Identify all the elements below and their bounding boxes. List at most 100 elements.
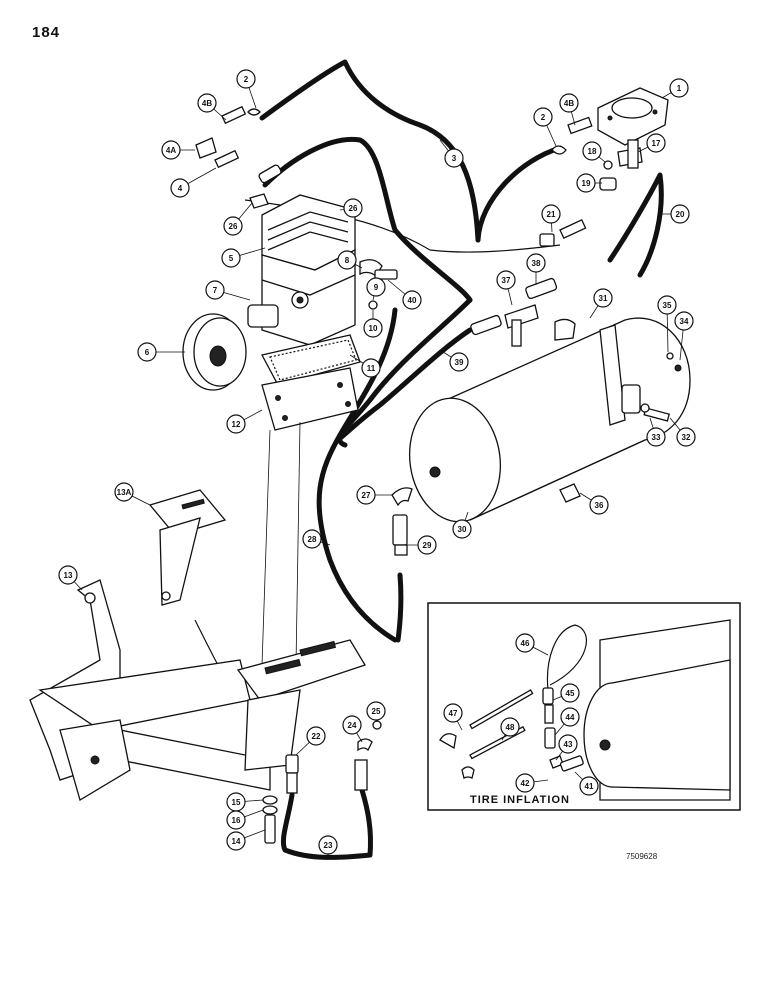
callout-15: 15 (226, 792, 264, 812)
callout-19: 19 (576, 173, 602, 193)
callout-number: 24 (348, 721, 357, 730)
callout-balloon (646, 133, 666, 153)
callout-number: 25 (372, 707, 381, 716)
gasket-11 (261, 334, 361, 386)
callout-1: 1 (661, 78, 689, 99)
callout-4a: 4A (161, 140, 195, 160)
callout-balloon (443, 703, 463, 723)
pulley-6 (182, 313, 247, 391)
callout-41: 41 (574, 771, 599, 796)
callout-balloon (559, 93, 579, 113)
callout-balloon (669, 78, 689, 98)
callout-balloon (657, 295, 677, 315)
callout-14: 14 (226, 829, 266, 851)
air-tank-30 (408, 317, 691, 523)
callout-balloon (306, 726, 326, 746)
callout-number: 35 (663, 301, 672, 310)
callout-balloon (526, 253, 546, 273)
callout-4b: 4B (559, 93, 579, 126)
callout-26: 26 (339, 198, 363, 218)
hose-29-28-lower (395, 572, 404, 643)
callout-number: 4 (178, 184, 183, 193)
callout-balloon (221, 248, 241, 268)
callout-balloon (593, 288, 613, 308)
callout-balloon (226, 831, 246, 851)
callout-balloon (205, 280, 225, 300)
callout-24: 24 (342, 715, 363, 743)
callout-balloon (558, 734, 578, 754)
callout-7: 7 (205, 280, 251, 301)
callout-number: 23 (324, 841, 333, 850)
callout-number: 10 (369, 324, 378, 333)
callout-number: 38 (532, 259, 541, 268)
callout-39: 39 (439, 349, 469, 372)
callout-2: 2 (533, 107, 557, 147)
callout-balloon (318, 835, 338, 855)
bracket-13 (29, 579, 366, 801)
callout-number: 2 (244, 75, 249, 84)
callout-23: 23 (318, 835, 338, 856)
callout-number: 42 (521, 779, 530, 788)
callout-42: 42 (515, 773, 549, 793)
inset-title: TIRE INFLATION (470, 794, 570, 806)
tank-strap-hardware (640, 352, 682, 422)
callout-number: 16 (232, 816, 241, 825)
callout-33: 33 (646, 417, 666, 447)
bracket-13a (148, 489, 227, 606)
callout-number: 1 (677, 84, 682, 93)
callout-number: 11 (367, 364, 376, 373)
callout-number: 28 (308, 535, 317, 544)
callout-36: 36 (579, 492, 609, 515)
callout-balloon (236, 69, 256, 89)
callout-number: 7 (213, 286, 218, 295)
callout-32: 32 (669, 417, 696, 447)
callout-balloon (356, 485, 376, 505)
callout-38: 38 (526, 253, 546, 285)
callout-balloon (337, 250, 357, 270)
callout-number: 37 (502, 276, 511, 285)
callout-number: 14 (232, 837, 241, 846)
callout-balloon (674, 311, 694, 331)
callout-balloon (161, 140, 181, 160)
callout-balloon (676, 427, 696, 447)
callout-number: 3 (452, 154, 457, 163)
callout-29: 29 (405, 535, 437, 555)
callout-number: 13 (64, 571, 73, 580)
callout-number: 20 (676, 210, 685, 219)
callout-number: 46 (521, 639, 530, 648)
callout-balloon (361, 358, 381, 378)
callout-number: 6 (145, 348, 150, 357)
callout-number: 18 (588, 147, 597, 156)
callout-16: 16 (226, 809, 264, 830)
document-code: 7509628 (626, 852, 658, 861)
callout-8: 8 (337, 250, 363, 270)
page-number: 184 (32, 24, 61, 41)
callout-number: 48 (506, 723, 515, 732)
callout-43: 43 (555, 734, 578, 761)
callout-28: 28 (302, 529, 331, 549)
callout-number: 43 (564, 740, 573, 749)
callout-13: 13 (58, 565, 83, 591)
callout-balloon (452, 519, 472, 539)
callout-number: 19 (582, 179, 591, 188)
hose-23 (280, 787, 373, 860)
callout-30: 30 (452, 511, 472, 539)
callout-number: 15 (232, 798, 241, 807)
callout-11: 11 (349, 354, 381, 378)
callout-number: 4B (202, 99, 212, 108)
assembly-guide-lines (261, 421, 301, 666)
callout-number: 30 (458, 525, 467, 534)
callout-balloon (576, 173, 596, 193)
callout-balloon (343, 198, 363, 218)
callout-number: 4A (166, 146, 176, 155)
callout-number: 17 (652, 139, 661, 148)
callout-balloon (366, 701, 386, 721)
callout-balloon (402, 290, 422, 310)
callout-34: 34 (674, 311, 694, 361)
callout-48: 48 (500, 717, 520, 741)
fittings-upper-left (195, 105, 282, 209)
callout-balloon (444, 148, 464, 168)
callout-4: 4 (170, 167, 217, 198)
callout-6: 6 (137, 342, 185, 362)
